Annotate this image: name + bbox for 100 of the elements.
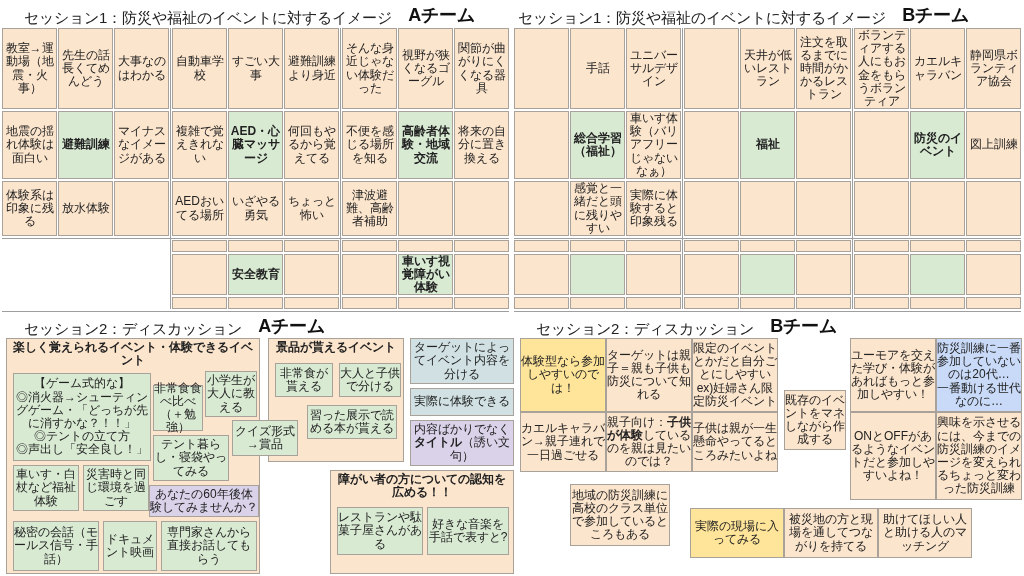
section-title: セッション1：防災や福祉のイベントに対するイメージ bbox=[518, 7, 887, 28]
note-text: 車いす体験（バリアフリーじゃないなぁ） bbox=[628, 112, 679, 178]
sticky-note bbox=[228, 240, 283, 252]
sticky-note bbox=[103, 521, 157, 571]
sticky-note bbox=[966, 297, 1021, 309]
note-text: あなたの60年後体験してみませんか？ bbox=[150, 487, 258, 515]
sticky-note bbox=[692, 338, 778, 412]
sticky-note bbox=[228, 111, 283, 179]
note-text: ex)妊婦さん限定防災イベント bbox=[693, 381, 777, 408]
note-text: 大人と子供で分ける bbox=[340, 366, 400, 394]
note-text: 自動車学校 bbox=[174, 55, 225, 82]
note-text: 被災地の方と現場を通してつながりを持てる bbox=[788, 513, 874, 553]
sticky-note bbox=[740, 181, 795, 236]
sticky-note bbox=[114, 181, 169, 236]
sticky-note bbox=[342, 28, 397, 109]
note-text: いざやる勇気 bbox=[230, 195, 281, 222]
note-text: 防災訓練に一番参加していないのは20代… bbox=[937, 342, 1021, 382]
sticky-note bbox=[13, 373, 151, 461]
note-text: ユニバーサルデザイン bbox=[628, 48, 679, 89]
note-text: 総合学習（福祉） bbox=[572, 131, 623, 159]
section-title: セッション2：ディスカッション bbox=[24, 318, 243, 339]
sticky-note bbox=[58, 28, 113, 109]
sticky-note bbox=[284, 240, 339, 252]
note-text: 防災のイベント bbox=[912, 131, 963, 159]
sticky-note bbox=[936, 338, 1022, 412]
team-name: Aチーム bbox=[408, 4, 476, 27]
note-text: 一番動ける世代なのに… bbox=[937, 381, 1021, 408]
note-text: 静岡県ボランティア協会 bbox=[968, 48, 1019, 89]
note-text: AEDおいてる場所 bbox=[174, 195, 225, 222]
sticky-note bbox=[910, 181, 965, 236]
note-text: 津波避難、高齢者補助 bbox=[344, 188, 395, 229]
sticky-note bbox=[626, 240, 681, 252]
sticky-note bbox=[58, 111, 113, 179]
sticky-note bbox=[514, 254, 569, 295]
sticky-note bbox=[514, 240, 569, 252]
note-text: 親子向け：子供が体験しているのを親は見たいのでは？ bbox=[607, 415, 691, 469]
note-text: 【ゲーム式的な】 bbox=[34, 377, 130, 391]
panel-heading: 景品が貰えるイベント bbox=[275, 341, 397, 355]
sticky-note bbox=[796, 297, 851, 309]
note-text: ◎声出し「安全良し！」 bbox=[16, 443, 148, 457]
sticky-note bbox=[398, 297, 453, 309]
note-text: 手話 bbox=[585, 61, 610, 76]
note-text: 感覚と一緒だと頭に残りやすい bbox=[572, 182, 623, 235]
sticky-note bbox=[228, 181, 283, 236]
note-text: すごい大事 bbox=[230, 55, 281, 82]
note-text: 既存のイベントをマネしながら作成する bbox=[785, 393, 845, 447]
note-text: 災害時と同じ環境を過ごす bbox=[85, 468, 147, 508]
note-text: マイナスなイメージがある bbox=[116, 125, 167, 165]
note-text: 放水体験 bbox=[61, 201, 110, 216]
sticky-note bbox=[454, 240, 509, 252]
sticky-note bbox=[58, 181, 113, 236]
sticky-note bbox=[570, 111, 625, 179]
note-text: AED・心臓マッサージ bbox=[229, 125, 282, 165]
sticky-note bbox=[570, 254, 625, 295]
note-text: ドキュメント映画 bbox=[105, 532, 155, 560]
note-text: 非常食が貰える bbox=[279, 366, 329, 394]
sticky-note bbox=[854, 254, 909, 295]
sticky-note bbox=[2, 181, 57, 236]
note-text: そんな身近じゃない体験だった bbox=[344, 42, 395, 95]
note-text: 体験系は印象に残る bbox=[4, 188, 55, 229]
note-text: カエルキャラバン→親子連れで一日過ごせる bbox=[521, 422, 605, 462]
note-text: 体験型なら参加しやすいのでは！ bbox=[521, 355, 605, 395]
note-text: 複雑で覚えきれない bbox=[174, 125, 225, 165]
team-name: Aチーム bbox=[258, 315, 326, 338]
sticky-note bbox=[854, 297, 909, 309]
note-text: 将来の自分に置き換える bbox=[456, 125, 507, 165]
note-text: 実際に体験できる bbox=[414, 395, 510, 409]
sticky-note bbox=[284, 111, 339, 179]
sticky-note bbox=[684, 181, 739, 236]
note-text: 車いす視覚障がい体験 bbox=[400, 254, 451, 295]
sticky-note bbox=[796, 254, 851, 295]
note-text: 地震の揺れ体験は面白い bbox=[4, 125, 55, 165]
sticky-note bbox=[854, 181, 909, 236]
sticky-note bbox=[684, 254, 739, 295]
sticky-note bbox=[427, 507, 509, 555]
sticky-note bbox=[684, 28, 739, 109]
note-text: 福祉 bbox=[755, 138, 780, 152]
note-text: 視野が狭くなるゴーグル bbox=[400, 48, 451, 89]
sticky-note bbox=[684, 111, 739, 179]
sticky-note bbox=[342, 181, 397, 236]
note-text: クイズ形式→賞品 bbox=[234, 424, 296, 452]
sticky-note bbox=[570, 297, 625, 309]
panel-heading: 障がい者の方についての認知を広める！！ bbox=[337, 473, 507, 500]
section-title: セッション1：防災や福祉のイベントに対するイメージ bbox=[24, 7, 393, 28]
note-text: 内容ばかりでなくタイトル（誘い文句） bbox=[413, 423, 511, 463]
panel-heading: 楽しく覚えられるイベント・体験できるイベント bbox=[12, 341, 254, 368]
note-text: ONとOFFがあるようなイベントだと参加しやすいよね！ bbox=[851, 429, 935, 483]
sticky-note bbox=[228, 254, 283, 295]
sticky-note bbox=[850, 412, 936, 500]
sticky-note bbox=[570, 28, 625, 109]
note-text: 高齢者体験・地域交流 bbox=[400, 125, 451, 165]
sticky-note bbox=[520, 412, 606, 472]
sticky-note bbox=[514, 111, 569, 179]
sticky-note bbox=[910, 254, 965, 295]
sticky-note bbox=[740, 111, 795, 179]
note-text: ターゲットは親子＝親も子供も防災について知れる bbox=[607, 348, 691, 402]
note-text: 助けてほしい人と助ける人のマッチング bbox=[882, 513, 968, 553]
sticky-note bbox=[172, 111, 227, 179]
note-text: 大事なのはわかる bbox=[116, 55, 167, 82]
sticky-note bbox=[966, 181, 1021, 236]
